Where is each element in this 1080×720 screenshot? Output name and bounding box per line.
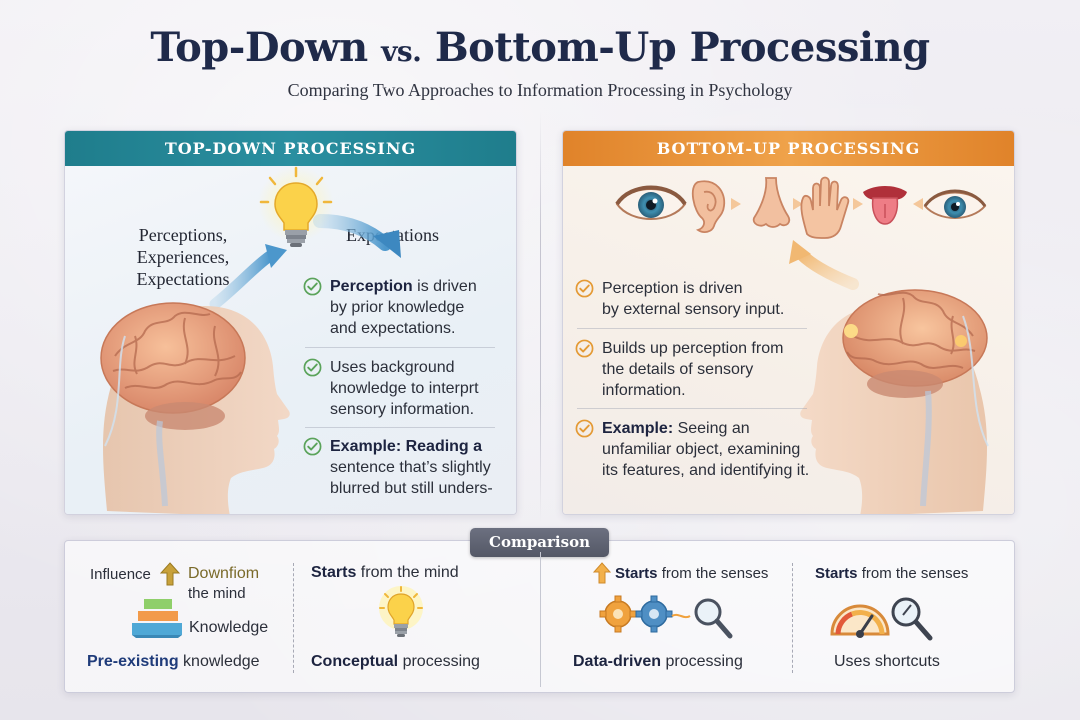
top-down-bullet-1: Perception is driven by prior knowledge … <box>303 276 477 339</box>
up-arrow-icon <box>593 562 611 584</box>
gears-magnifier-icon <box>599 595 733 639</box>
left-arrow-small <box>793 198 803 210</box>
check-circle-icon <box>575 279 594 298</box>
bullet-separator <box>305 347 495 348</box>
comparison-divider <box>293 563 294 673</box>
bottom-up-bullet-3-text: Example: Seeing an unfamiliar object, ex… <box>602 420 810 479</box>
top-down-illustration <box>100 166 401 514</box>
check-circle-icon <box>575 419 594 438</box>
bottom-up-illustration <box>615 176 989 514</box>
up-arrow-icon <box>160 562 180 586</box>
top-down-bullet-3-text: Example: Reading a sentence that’s sligh… <box>330 438 493 497</box>
head-with-brain <box>100 302 290 514</box>
conceptual-processing: Conceptual processing <box>311 653 480 670</box>
upward-arrow-head <box>789 240 811 264</box>
top-down-header: TOP-DOWN PROCESSING <box>65 131 516 166</box>
upward-arrow <box>795 248 859 290</box>
title-part-bottom-up: Bottom-Up Processing <box>434 24 930 71</box>
speedometer-magnifier-icon <box>830 597 933 641</box>
starts-from-senses: Starts from the senses <box>615 565 769 582</box>
knowledge-stack-icon <box>132 599 182 638</box>
top-down-bullet-2: Uses background knowledge to interprt se… <box>303 357 479 420</box>
comparison-divider <box>792 563 793 673</box>
check-circle-icon <box>303 437 322 456</box>
head-with-brain <box>800 289 989 514</box>
upward-arrow-head <box>265 244 287 268</box>
upward-arrow <box>209 250 276 310</box>
lightbulb-icon <box>379 586 423 637</box>
influence-perceptions: Perceptions, <box>138 225 228 245</box>
orange-gear-icon <box>599 595 637 633</box>
influence-label: Influence <box>90 566 151 583</box>
tongue-icon <box>863 186 907 225</box>
top-down-panel: TOP-DOWN PROCESSING Perceptions, Experie… <box>64 130 517 515</box>
center-divider <box>540 112 541 522</box>
top-down-bullet-1-text: Perception is driven by prior knowledge … <box>330 278 477 337</box>
bottom-up-body: Perception is driven by external sensory… <box>563 166 1014 514</box>
check-circle-icon <box>303 358 322 377</box>
bottom-up-bullet-2-text: Builds up perception from the details of… <box>602 340 784 399</box>
left-arrow-small <box>731 198 741 210</box>
bottom-up-bullet-2: Builds up perception from the details of… <box>575 338 783 401</box>
check-circle-icon <box>575 339 594 358</box>
the-mind-label: the mind <box>188 585 246 602</box>
comparison-tag: Comparison <box>470 528 609 557</box>
lightbulb-icon <box>258 166 334 247</box>
bottom-up-header: BOTTOM-UP PROCESSING <box>563 131 1014 166</box>
influences-label: Perceptions, Experiences, Expectations <box>123 224 243 290</box>
bottom-up-bullet-1-text: Perception is driven by external sensory… <box>602 280 785 318</box>
eye-icon <box>615 185 687 220</box>
influence-experiences: Experiences, <box>136 247 230 267</box>
downward-arrow <box>313 214 392 251</box>
downfrom-label: Downfiom <box>188 565 260 582</box>
page-title: Top-Down vs. Bottom-Up Processing <box>0 24 1080 71</box>
comparison-center-divider <box>540 552 541 687</box>
bottom-up-bullet-1: Perception is driven by external sensory… <box>575 278 784 320</box>
right-arrow-small <box>913 198 923 210</box>
uses-shortcuts: Uses shortcuts <box>834 653 940 670</box>
magnifier-icon <box>694 598 733 639</box>
eye-icon <box>923 189 987 219</box>
title-vs: vs. <box>381 35 422 68</box>
nose-icon <box>752 177 791 228</box>
downward-arrow-head <box>373 230 401 258</box>
top-down-bullet-3: Example: Reading a sentence that’s sligh… <box>303 436 493 499</box>
bullet-separator <box>577 408 807 409</box>
starts-from-mind: Starts from the mind <box>311 564 459 581</box>
influence-expectations: Expectations <box>136 269 230 289</box>
bottom-up-panel: BOTTOM-UP PROCESSING <box>562 130 1015 515</box>
pre-existing-knowledge: Pre-existing knowledge <box>87 653 260 670</box>
knowledge-label: Knowledge <box>189 619 269 636</box>
top-down-body: Perceptions, Experiences, Expectations E… <box>65 166 516 514</box>
starts-from-senses-2: Starts from the senses <box>815 565 969 582</box>
bottom-up-bullet-3: Example: Seeing an unfamiliar object, ex… <box>575 418 809 481</box>
magnifier-icon <box>891 597 933 641</box>
blue-gear-icon <box>635 595 673 633</box>
data-driven-processing: Data-driven processing <box>573 653 743 670</box>
ear-icon <box>691 180 726 233</box>
check-circle-icon <box>303 277 322 296</box>
title-part-top-down: Top-Down <box>150 24 368 71</box>
page-subtitle: Comparing Two Approaches to Information … <box>287 80 793 100</box>
top-down-bullet-2-text: Uses background knowledge to interprt se… <box>330 359 479 418</box>
speedometer-icon <box>830 604 890 638</box>
bullet-separator <box>577 328 807 329</box>
bullet-separator <box>305 427 495 428</box>
hand-icon <box>800 176 850 239</box>
left-arrow-small <box>853 198 863 210</box>
